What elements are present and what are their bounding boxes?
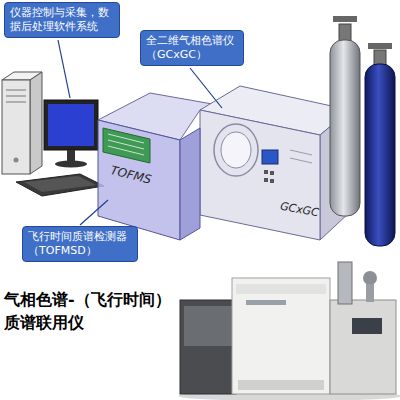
computer-tower	[14, 158, 19, 163]
gas-cylinder	[365, 64, 395, 246]
leader-line	[190, 68, 222, 108]
gas-cylinder	[330, 16, 360, 216]
instrument-housing	[270, 171, 274, 175]
gas-cylinder	[330, 40, 360, 216]
gcxgc-callout: 全二维气相色谱仪 （GCxGC）	[140, 30, 244, 66]
instrument-housing	[264, 178, 268, 182]
instrument-photo	[236, 284, 326, 294]
instrument-photo	[180, 300, 236, 394]
computer-monitor	[48, 104, 94, 146]
instrument-housing	[262, 150, 278, 164]
gas-cylinder	[333, 16, 357, 22]
instrument-housing	[221, 132, 251, 168]
instrument-housing	[214, 124, 258, 176]
computer-monitor	[44, 100, 98, 150]
instrument-photo	[184, 306, 232, 346]
callout-text: 仪器控制与采集，数据后处理软件系统	[10, 6, 114, 34]
caption: 气相色谱-（飞行时间）质谱联用仪	[4, 288, 172, 334]
leader-line	[58, 40, 222, 225]
instrument-photo	[246, 300, 286, 305]
gas-cylinder	[368, 43, 392, 49]
tofmsd-callout: 飞行时间质谱检测器 （TOFMSD）	[22, 226, 138, 262]
instrument-photo	[352, 318, 382, 334]
computer-monitor	[67, 150, 75, 162]
instrument-photo	[338, 262, 352, 304]
tofms-module	[98, 120, 180, 240]
keyboard	[24, 176, 96, 192]
instrument-photo	[178, 262, 400, 400]
instrument-housing	[290, 150, 312, 155]
tofms-module	[103, 128, 150, 163]
instrument-housing	[290, 158, 312, 163]
computer-tower	[6, 102, 26, 103]
computer-monitor	[55, 161, 87, 168]
instrument-housing	[264, 170, 268, 174]
tofms-module	[98, 120, 200, 240]
callout-text: 飞行时间质谱检测器 （TOFMSD）	[28, 230, 132, 258]
instrument-photo	[330, 300, 396, 394]
computer-monitor	[44, 100, 98, 168]
gas-cylinder	[365, 43, 395, 246]
computer-tower	[2, 80, 30, 174]
leader-line	[58, 40, 70, 98]
instrument-housing	[98, 86, 350, 240]
instrument-photo	[232, 278, 330, 394]
instrument-photo	[366, 284, 374, 302]
instrument-housing	[270, 179, 274, 183]
tofms-module	[180, 128, 200, 240]
keyboard	[16, 174, 104, 196]
tofms-module	[108, 146, 144, 155]
instrument-photo	[363, 271, 377, 285]
software-callout: 仪器控制与采集，数据后处理软件系统	[4, 2, 120, 38]
computer-tower	[30, 72, 42, 174]
keyboard	[16, 174, 104, 196]
computer-tower	[6, 90, 26, 91]
leader-line	[80, 200, 108, 225]
instrument-photo	[238, 380, 324, 390]
computer-tower	[6, 96, 26, 97]
computer-tower	[2, 72, 42, 174]
instrument-housing	[200, 110, 320, 240]
callout-text: 全二维气相色谱仪 （GCxGC）	[146, 34, 238, 62]
